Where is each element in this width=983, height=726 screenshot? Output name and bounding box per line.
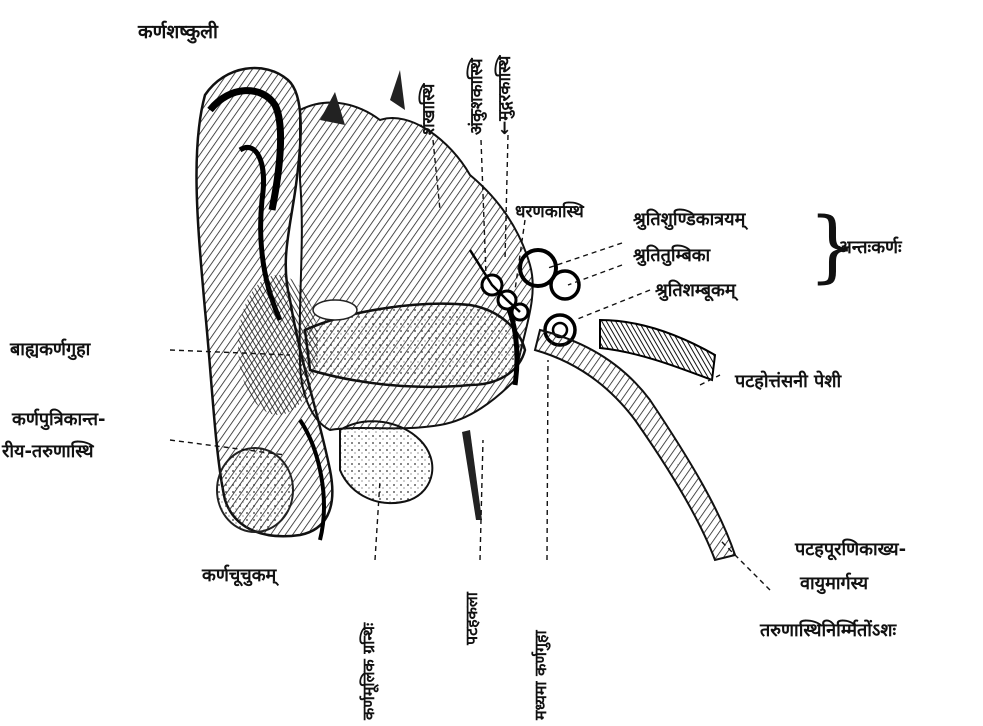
canal-highlight: [313, 300, 357, 320]
styloid-process: [462, 430, 482, 520]
lobule-region: [217, 448, 293, 532]
label-mudgarakasthi: ←मुद्गरकास्थि: [496, 56, 516, 135]
label-shankhasthi: शंखास्थि: [420, 84, 440, 135]
label-karnaputrika-1: कर्णपुत्रिकान्त-: [12, 410, 105, 431]
label-shrutishundika: श्रुतिशुण्डिकात्रयम्: [633, 210, 745, 231]
label-shrututumbika: श्रुतितुम्बिका: [633, 246, 710, 267]
semicircular-canal-2: [551, 271, 579, 299]
label-bahyakarnaguha: बाह्यकर्णगुहा: [10, 340, 90, 361]
label-karnamulika: कर्णमूलिक ग्रन्थिः: [360, 623, 378, 720]
label-karnaputrika-2: रीय-तरुणास्थि: [2, 442, 93, 463]
label-antahkarna: अन्तःकर्णः: [838, 238, 902, 259]
label-patahapurana-2: वायुमार्गस्य: [800, 574, 868, 595]
label-karnachuchuka: कर्णचूचुकम्: [202, 566, 276, 587]
label-karnashashkuli: कर्णशष्कुली: [138, 22, 218, 44]
label-patahapurana-3: तरुणास्थिनिर्म्मितोंऽशः: [760, 621, 896, 642]
label-patahottansani: पटहोत्तंसनी पेशी: [735, 372, 841, 393]
label-madhyama: मध्यमा कर्णगुहा: [532, 630, 550, 720]
label-ankushakasthi: अंकुशकास्थि: [468, 58, 488, 135]
label-patahakala: पटहकला: [463, 592, 481, 645]
bone-fin-2: [390, 70, 405, 110]
label-shrutishambuka: श्रुतिशम्बूकम्: [655, 281, 736, 302]
label-dharanakasthi: धरणकास्थि: [515, 203, 584, 223]
parotid-gland: [340, 421, 432, 503]
label-patahapurana-1: पटहपूरणिकाख्य-: [795, 540, 906, 561]
